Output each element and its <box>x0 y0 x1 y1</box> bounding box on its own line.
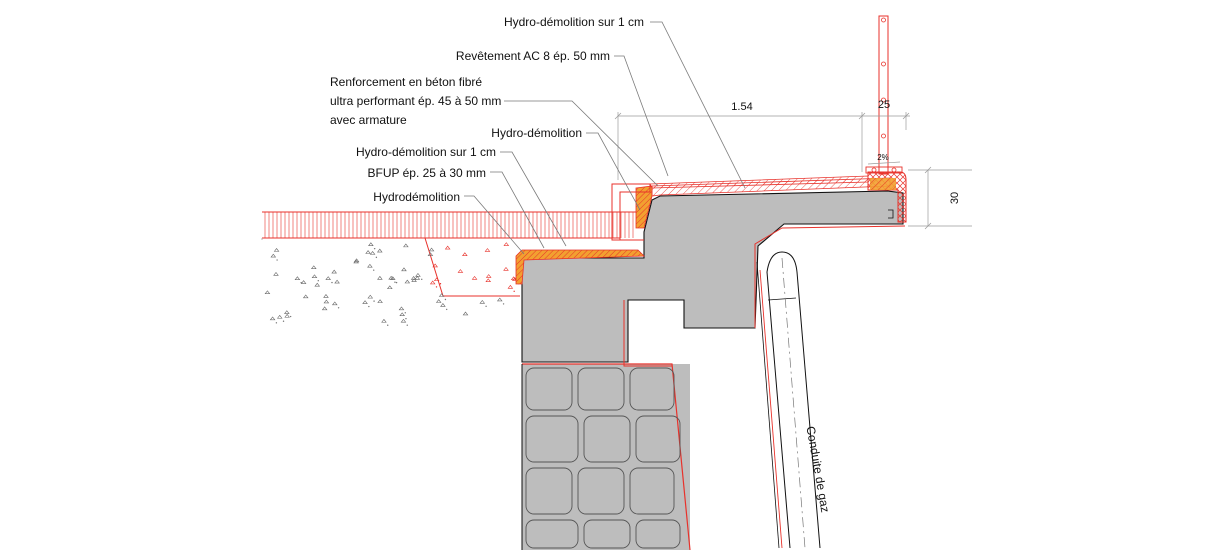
dimension-main-width: 1.54 <box>731 101 752 113</box>
label-hydro-demolition-1cm: Hydro-démolition sur 1 cm <box>356 145 496 159</box>
label-hydro-demolition-1cm-top: Hydro-démolition sur 1 cm <box>504 15 644 29</box>
label-conduite-de-gaz: Conduite de gaz <box>803 425 832 514</box>
masonry-wall <box>521 363 691 551</box>
gas-pipe <box>756 251 821 549</box>
label-renforcement-line3: avec armature <box>330 113 407 127</box>
dimension-width: 1.54 25 <box>614 99 910 180</box>
slope-label: 2% <box>877 153 889 162</box>
soil-aggregate-marks <box>264 242 520 326</box>
label-revetement: Revêtement AC 8 ép. 50 mm <box>456 49 610 63</box>
curb-nose <box>867 171 907 223</box>
label-bfup: BFUP ép. 25 à 30 mm <box>368 166 487 180</box>
railing-post <box>865 15 903 175</box>
label-renforcement-line2: ultra performant ép. 45 à 50 mm <box>330 94 501 108</box>
concrete-deck <box>521 190 906 367</box>
leader-lines <box>464 21 746 255</box>
dimension-side-width: 25 <box>878 99 890 111</box>
label-hydrodemolition: Hydrodémolition <box>373 190 460 204</box>
dimension-slope: 2% <box>867 153 901 165</box>
soil-fill <box>261 237 520 297</box>
road-surface-hatched <box>262 211 636 239</box>
dimension-height: 30 <box>908 166 972 230</box>
label-hydro-demolition: Hydro-démolition <box>491 126 582 140</box>
label-renforcement-line1: Renforcement en béton fibré <box>330 75 482 89</box>
dimension-height-label: 30 <box>949 192 961 204</box>
